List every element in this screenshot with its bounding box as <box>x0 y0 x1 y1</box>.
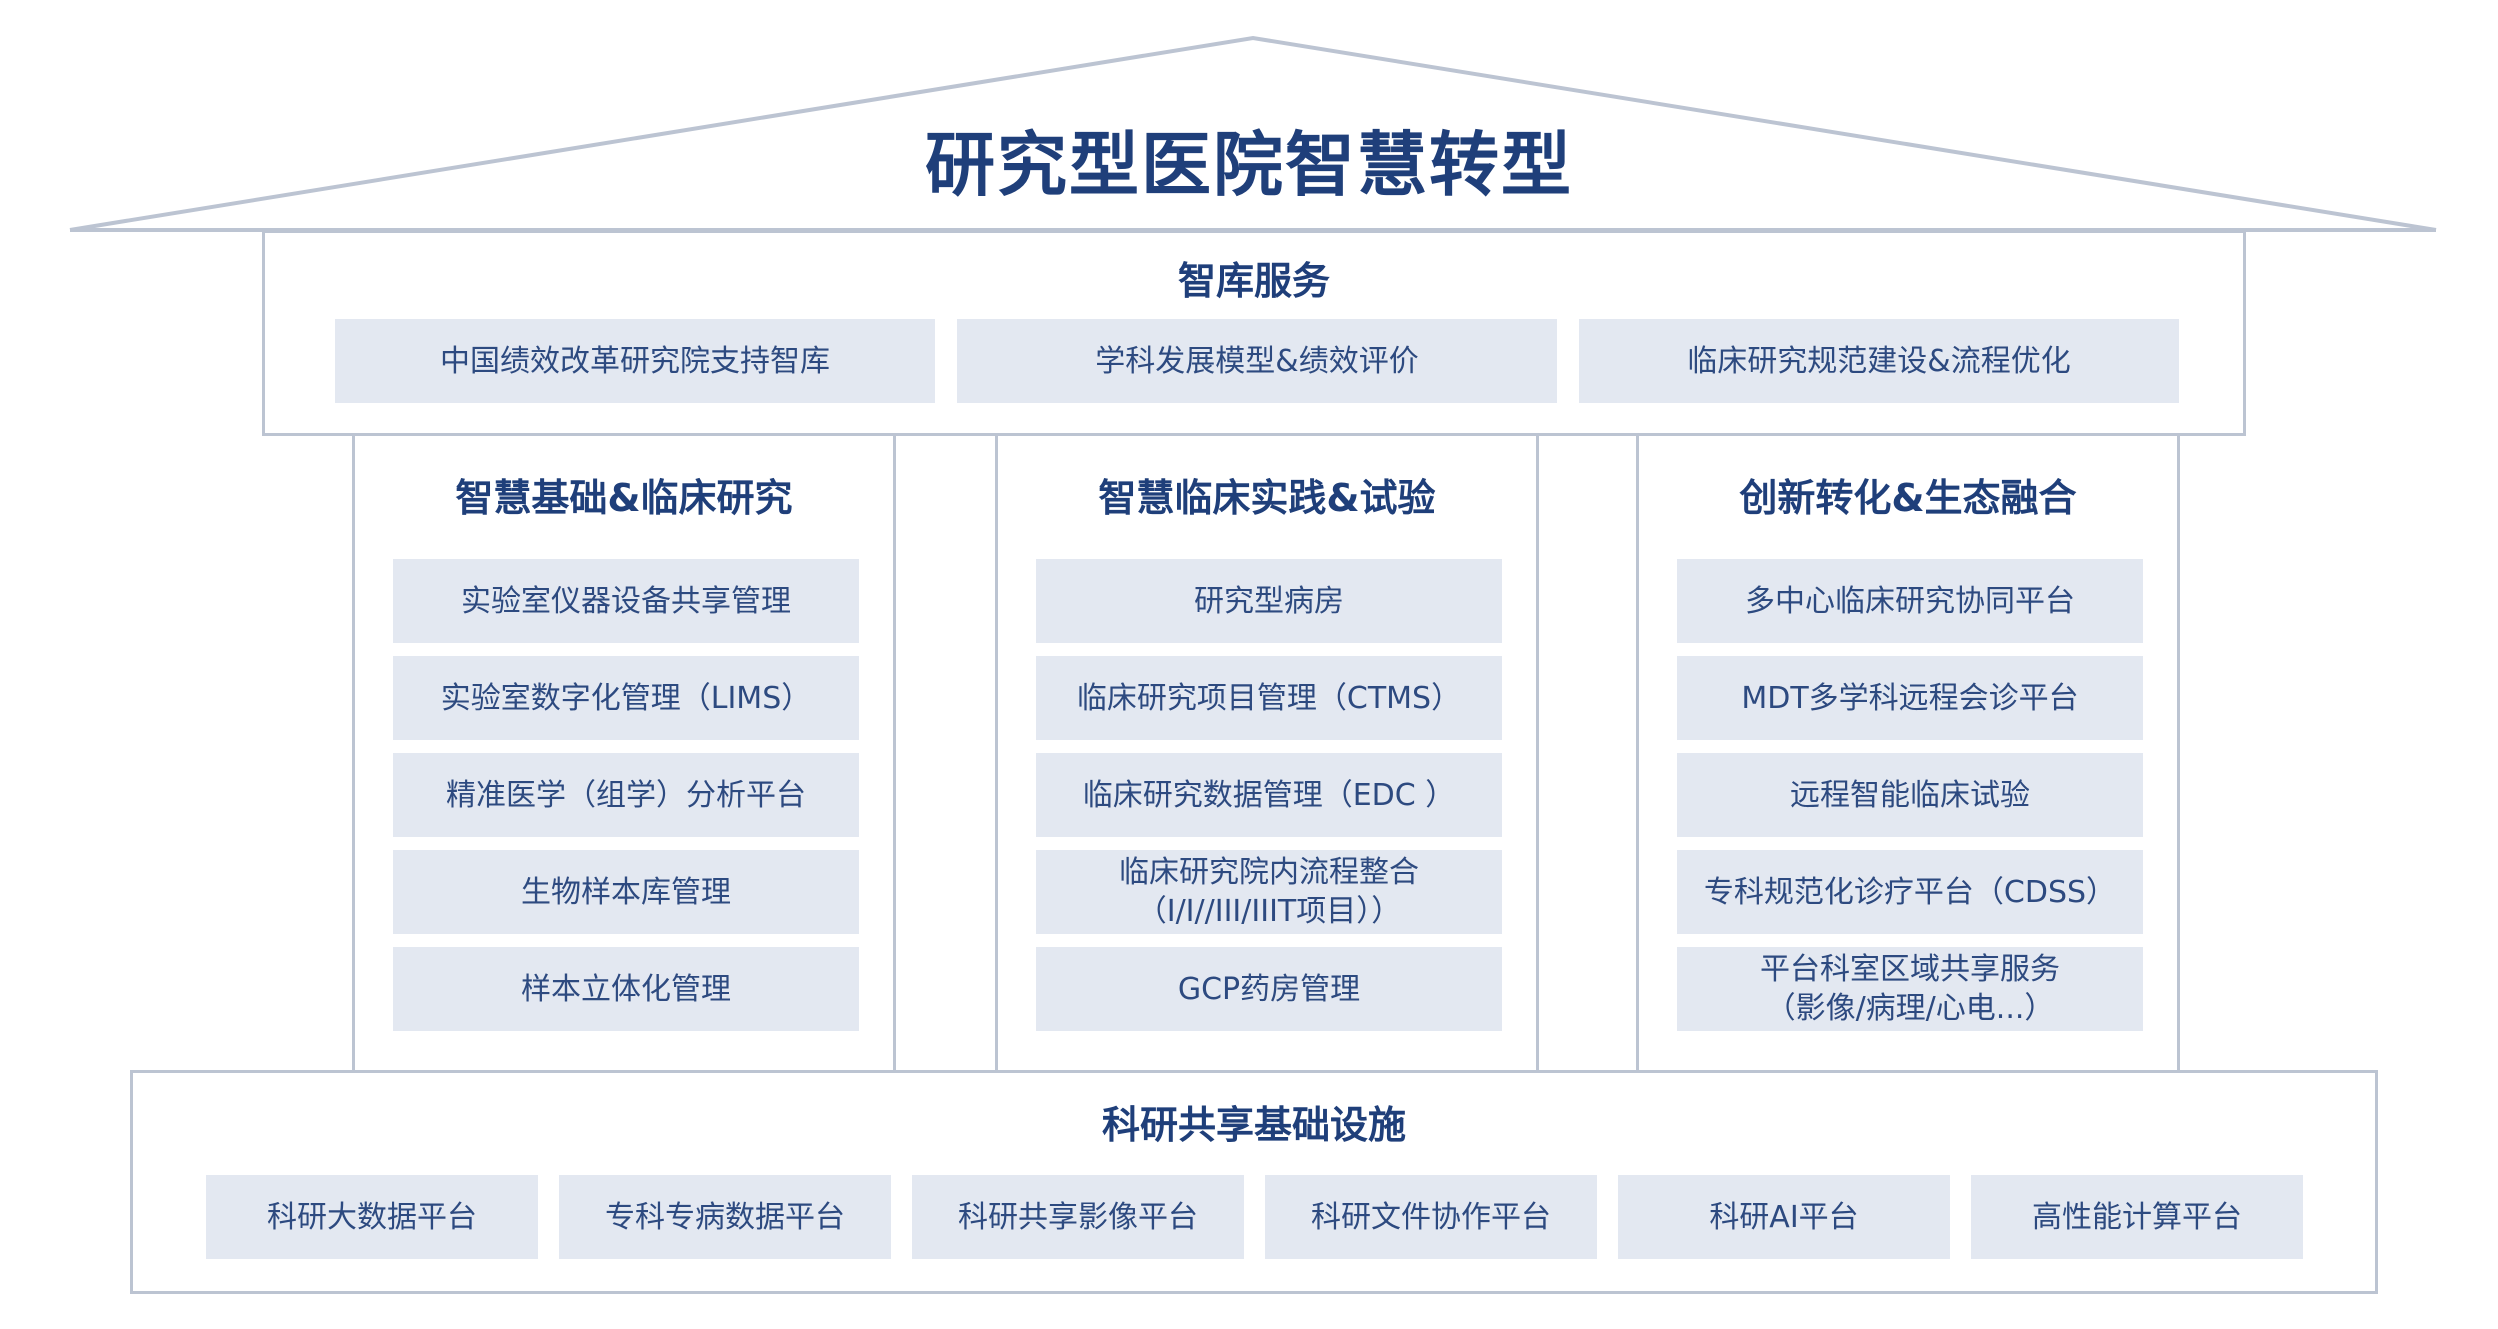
pillar-title: 智慧临床实践&试验 <box>1098 476 1436 520</box>
pillar-item: 样本立体化管理 <box>393 947 859 1031</box>
infrastructure-item: 高性能计算平台 <box>1971 1175 2303 1259</box>
pillar-smart-clinical-practice: 智慧临床实践&试验 研究型病房 临床研究项目管理（CTMS） 临床研究数据管理（… <box>995 433 1539 1073</box>
think-tank-section: 智库服务 中国绩效改革研究院支持智库 学科发展模型&绩效评价 临床研究规范建设&… <box>262 230 2246 436</box>
pillar-item: 临床研究院内流程整合 （I/I//III/IIIT项目）） <box>1036 850 1502 934</box>
pillar-item: 临床研究数据管理（EDC ） <box>1036 753 1502 837</box>
pillar-item: 远程智能临床试验 <box>1677 753 2143 837</box>
pillar-innovation-ecosystem: 创新转化&生态融合 多中心临床研究协同平台 MDT多学科远程会诊平台 远程智能临… <box>1636 433 2180 1073</box>
pillar-item: 研究型病房 <box>1036 559 1502 643</box>
infrastructure-title: 科研共享基础设施 <box>1101 1103 1406 1147</box>
pillar-item: 平台科室区域共享服务 （影像/病理/心电...） <box>1677 947 2143 1031</box>
infrastructure-item: 科研共享影像平台 <box>912 1175 1244 1259</box>
pillar-title: 智慧基础&临床研究 <box>455 476 793 520</box>
pillar-item: 多中心临床研究协同平台 <box>1677 559 2143 643</box>
infrastructure-item: 专科专病数据平台 <box>559 1175 891 1259</box>
infrastructure-item: 科研AI平台 <box>1618 1175 1950 1259</box>
think-tank-title: 智库服务 <box>1177 259 1330 303</box>
pillar-smart-basic-research: 智慧基础&临床研究 实验室仪器设备共享管理 实验室数字化管理（LIMS） 精准医… <box>352 433 896 1073</box>
infrastructure-item: 科研文件协作平台 <box>1265 1175 1597 1259</box>
pillar-item: 实验室数字化管理（LIMS） <box>393 656 859 740</box>
pillar-item: MDT多学科远程会诊平台 <box>1677 656 2143 740</box>
pillar-title: 创新转化&生态融合 <box>1739 476 2077 520</box>
pillar-item: 精准医学（组学）分析平台 <box>393 753 859 837</box>
pillar-item: 生物样本库管理 <box>393 850 859 934</box>
infrastructure-item: 科研大数据平台 <box>206 1175 538 1259</box>
think-tank-item: 中国绩效改革研究院支持智库 <box>335 319 935 403</box>
pillar-item: 临床研究项目管理（CTMS） <box>1036 656 1502 740</box>
pillar-item: 专科规范化诊疗平台（CDSS） <box>1677 850 2143 934</box>
main-title: 研究型医院智慧转型 <box>925 124 1573 206</box>
think-tank-item: 临床研究规范建设&流程优化 <box>1579 319 2179 403</box>
pillar-item: 实验室仪器设备共享管理 <box>393 559 859 643</box>
infrastructure-section: 科研共享基础设施 科研大数据平台 专科专病数据平台 科研共享影像平台 科研文件协… <box>130 1070 2378 1294</box>
pillar-item: GCP药房管理 <box>1036 947 1502 1031</box>
think-tank-item: 学科发展模型&绩效评价 <box>957 319 1557 403</box>
